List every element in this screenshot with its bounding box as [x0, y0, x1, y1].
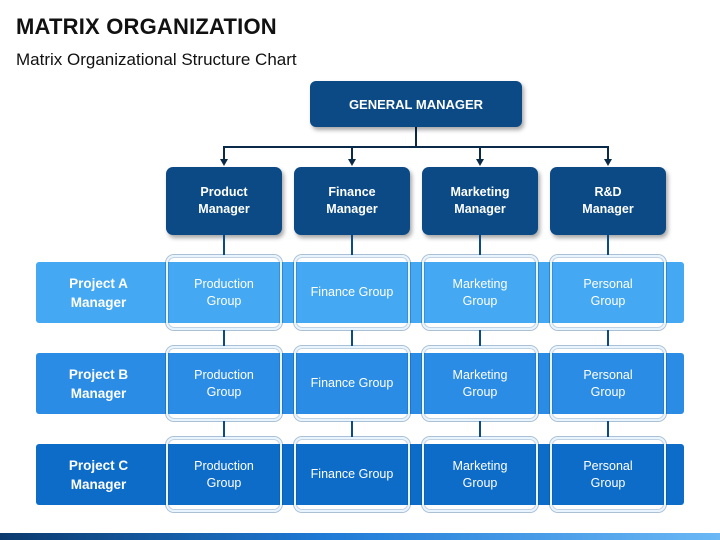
arrow-down-icon	[348, 159, 356, 166]
project-c-band	[36, 444, 684, 505]
page-subtitle: Matrix Organizational Structure Chart	[16, 50, 297, 69]
arrow-down-icon	[476, 159, 484, 166]
project-a-band	[36, 262, 684, 323]
arrow-down-icon	[220, 159, 228, 166]
project-c-marketing-group: Marketing Group	[422, 437, 538, 512]
column-connector	[607, 235, 609, 255]
project-a-manager-label: Project A Manager	[69, 275, 128, 310]
general-manager-box: GENERAL MANAGER	[310, 81, 522, 127]
project-a-finance-group: Finance Group	[294, 255, 410, 330]
project-b-manager-label: Project B Manager	[68, 366, 129, 401]
column-connector	[607, 421, 609, 437]
column-connector	[223, 330, 225, 346]
column-connector	[479, 330, 481, 346]
project-a-production-group: Production Group	[166, 255, 282, 330]
column-connector	[351, 330, 353, 346]
column-connector	[223, 421, 225, 437]
project-a-personal-group: Personal Group	[550, 255, 666, 330]
column-connector	[351, 235, 353, 255]
rnd-manager-box: R&D Manager	[550, 167, 666, 235]
project-b-production-group: Production Group	[166, 346, 282, 421]
product-manager-box: Product Manager	[166, 167, 282, 235]
gm-stem-line	[415, 127, 417, 147]
project-c-finance-group: Finance Group	[294, 437, 410, 512]
project-a-marketing-group: Marketing Group	[422, 255, 538, 330]
gm-branch-line	[223, 146, 609, 148]
column-connector	[607, 330, 609, 346]
marketing-manager-box: Marketing Manager	[422, 167, 538, 235]
project-c-personal-group: Personal Group	[550, 437, 666, 512]
column-connector	[479, 421, 481, 437]
branch-drop-line	[607, 146, 609, 160]
branch-drop-line	[479, 146, 481, 160]
column-connector	[479, 235, 481, 255]
column-connector	[223, 235, 225, 255]
arrow-down-icon	[604, 159, 612, 166]
column-connector	[351, 421, 353, 437]
page-title: MATRIX ORGANIZATION	[16, 14, 277, 39]
footer-gradient-bar	[0, 533, 720, 540]
project-c-manager-label: Project C Manager	[68, 457, 129, 492]
project-b-finance-group: Finance Group	[294, 346, 410, 421]
finance-manager-box: Finance Manager	[294, 167, 410, 235]
branch-drop-line	[223, 146, 225, 160]
project-b-marketing-group: Marketing Group	[422, 346, 538, 421]
project-b-band	[36, 353, 684, 414]
branch-drop-line	[351, 146, 353, 160]
project-c-production-group: Production Group	[166, 437, 282, 512]
project-b-personal-group: Personal Group	[550, 346, 666, 421]
